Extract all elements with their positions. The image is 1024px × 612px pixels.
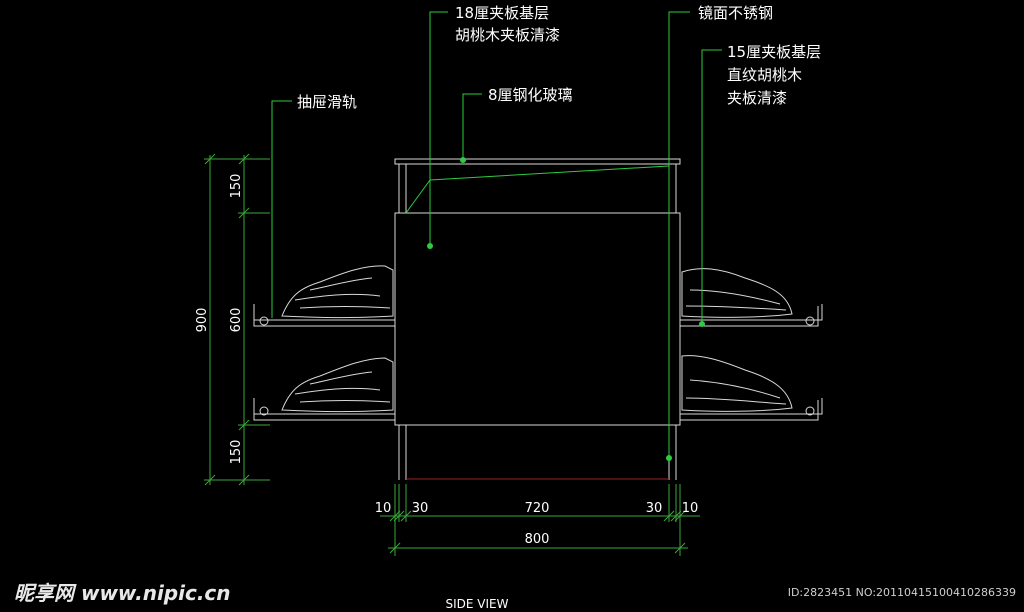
view-title: SIDE VIEW xyxy=(446,597,509,611)
dim-bottom-total: 800 xyxy=(525,532,550,547)
right-upper-knob xyxy=(805,316,815,326)
dim-left-bottom: 150 xyxy=(229,440,244,465)
watermark-logo: 昵享网 www.nipic.cn xyxy=(14,581,231,605)
callout-labels: 18厘夹板基层 胡桃木夹板清漆 镜面不锈钢 15厘夹板基层 直纹胡桃木 夹板清漆… xyxy=(297,4,821,111)
drawer-trays xyxy=(253,265,823,421)
left-upper-knob xyxy=(259,316,269,326)
leader-c2 xyxy=(668,11,690,458)
dim-left-top: 150 xyxy=(229,174,244,199)
left-lower-knob xyxy=(259,406,269,416)
leader-lines xyxy=(271,11,722,458)
left-lower-tray xyxy=(253,398,395,421)
callout-walnut-veneer: 胡桃木夹板清漆 xyxy=(455,26,560,44)
right-lower-knob xyxy=(805,406,815,416)
dimension-lines xyxy=(204,153,700,556)
dimension-labels: 900 150 600 150 10 30 720 30 10 800 xyxy=(195,174,698,547)
callout-15mm-plywood: 15厘夹板基层 xyxy=(727,43,821,61)
dot-c3 xyxy=(699,321,705,327)
dim-bottom-left-inner: 30 xyxy=(412,501,429,516)
callout-18mm-plywood: 18厘夹板基层 xyxy=(455,4,549,22)
cabinet-main-box xyxy=(394,212,681,426)
leader-c5 xyxy=(462,93,482,160)
dim-left-middle: 600 xyxy=(229,308,244,333)
dot-c5 xyxy=(460,157,466,163)
callout-mirror-steel: 镜面不锈钢 xyxy=(698,4,773,22)
dim-bottom-right-inner: 30 xyxy=(646,501,663,516)
dot-c2 xyxy=(666,455,672,461)
dim-left-total: 900 xyxy=(195,308,210,333)
dim-bottom-left-outer: 10 xyxy=(375,501,392,516)
callout-tempered-glass: 8厘钢化玻璃 xyxy=(488,86,573,104)
right-lower-clothes xyxy=(681,355,793,412)
left-lower-clothes xyxy=(281,357,394,412)
dim-bottom-middle: 720 xyxy=(525,501,550,516)
right-lower-tray xyxy=(680,398,823,421)
callout-veneer-varnish: 夹板清漆 xyxy=(727,89,787,107)
right-upper-clothes xyxy=(681,268,793,318)
left-upper-clothes xyxy=(281,265,394,318)
leader-dots xyxy=(427,157,705,461)
leader-c4 xyxy=(271,100,292,318)
cabinet-drawing xyxy=(394,158,681,480)
right-upper-tray xyxy=(680,304,823,327)
glass-top xyxy=(394,158,681,165)
callout-drawer-slide: 抽屉滑轨 xyxy=(297,93,357,111)
left-upper-tray xyxy=(253,304,395,327)
callout-straight-walnut: 直纹胡桃木 xyxy=(727,66,802,84)
image-id-text: ID:2823451 NO:20110415100410286339 xyxy=(788,586,1016,599)
leader-c3 xyxy=(701,49,722,324)
dim-bottom-right-outer: 10 xyxy=(682,501,699,516)
dot-c1 xyxy=(427,243,433,249)
leader-c1 xyxy=(429,11,448,246)
